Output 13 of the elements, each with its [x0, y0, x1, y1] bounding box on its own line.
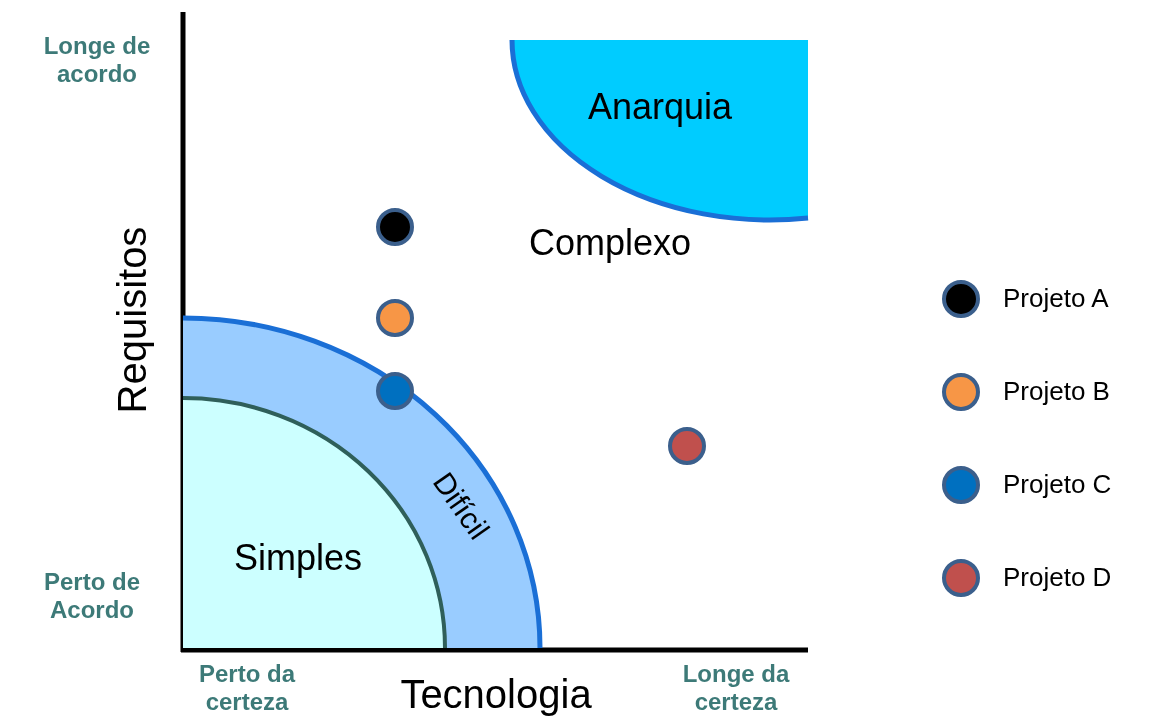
- region-label: Complexo: [528, 222, 692, 264]
- region-label: Simples: [234, 537, 362, 579]
- axis-end-label: Longe de acordo: [42, 32, 152, 88]
- axis-title: Tecnologia: [400, 671, 592, 717]
- legend-label: Projeto B: [1003, 376, 1110, 407]
- axis-title: Requisitos: [109, 226, 155, 414]
- legend-label: Projeto A: [1003, 283, 1109, 314]
- region-label: Anarquia: [587, 86, 733, 128]
- axis-end-label: Perto da certeza: [198, 660, 297, 716]
- legend-label: Projeto C: [1003, 469, 1112, 500]
- legend-label: Projeto D: [1003, 562, 1112, 593]
- axis-end-label: Perto de Acordo: [43, 568, 141, 624]
- axis-end-label: Longe da certeza: [681, 660, 791, 716]
